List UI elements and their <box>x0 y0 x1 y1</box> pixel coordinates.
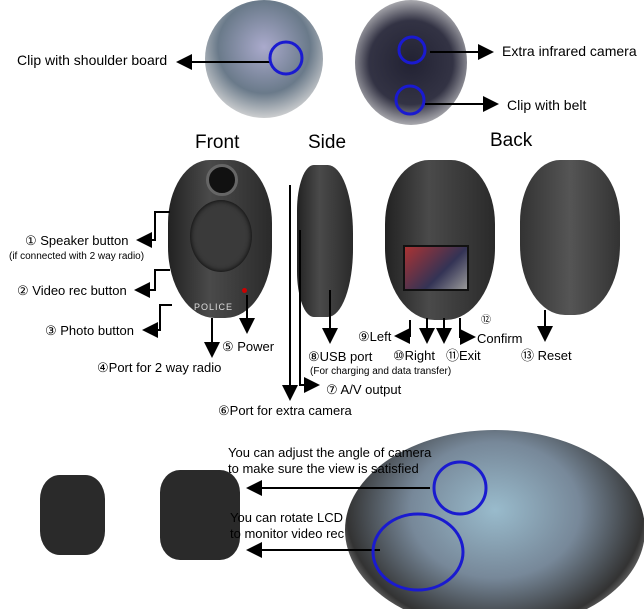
label-av: ⑦ A/V output <box>326 382 402 397</box>
heading-back: Back <box>490 130 533 151</box>
bottom-device-1 <box>40 475 105 555</box>
label-clip-belt: Clip with belt <box>507 97 587 113</box>
note-angle: You can adjust the angle of camera to ma… <box>228 445 432 476</box>
label-confirm-number: ⑫ <box>481 315 491 326</box>
label-speaker: ① Speaker button <box>25 233 129 248</box>
lens <box>206 164 238 196</box>
label-right: ⑩Right <box>393 348 436 363</box>
label-extra-ir: Extra infrared camera <box>502 43 637 59</box>
device-back-2 <box>520 160 620 315</box>
police-label: POLICE <box>194 302 234 312</box>
device-side <box>297 165 353 317</box>
label-video: ② Video rec button <box>17 283 127 298</box>
label-usb-note: (For charging and data transfer) <box>310 366 452 377</box>
bottom-device-2 <box>160 470 240 560</box>
speaker-grille <box>190 200 252 272</box>
label-reset: ⑬ Reset <box>521 348 572 363</box>
label-confirm: Confirm <box>477 331 523 346</box>
note-lcd: You can rotate LCD to monitor video rec <box>230 510 345 541</box>
label-left: ⑨Left <box>358 329 392 344</box>
label-exit: ⑪Exit <box>446 348 481 363</box>
label-port-radio: ④Port for 2 way radio <box>97 360 222 375</box>
power-led <box>242 288 247 293</box>
heading-side: Side <box>308 132 347 153</box>
device-back <box>385 160 495 320</box>
label-clip-shoulder: Clip with shoulder board <box>17 52 168 68</box>
heading-front: Front <box>195 132 240 153</box>
label-extra-cam: ⑥Port for extra camera <box>218 403 352 418</box>
device-front: POLICE <box>168 160 272 318</box>
label-usb: ⑧USB port <box>308 349 373 364</box>
lcd-screen <box>403 245 469 291</box>
label-power: ⑤ Power <box>222 339 275 354</box>
label-speaker-note: (if connected with 2 way radio) <box>9 251 145 262</box>
label-photo: ③ Photo button <box>45 323 134 338</box>
